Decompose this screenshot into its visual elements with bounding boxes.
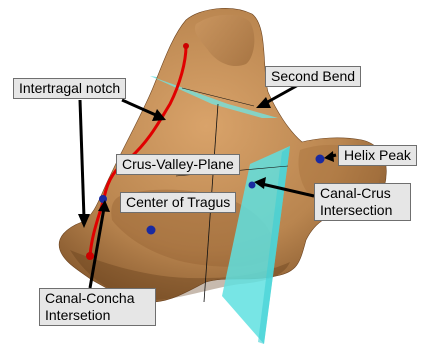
label-canal-concha-line2: Intersetion [45,307,150,324]
label-canal-crus-line1: Canal-Crus [320,185,405,202]
center-of-tragus-point [147,226,156,235]
canal-concha-point [99,195,107,203]
label-intertragal-notch: Intertragal notch [13,78,126,99]
label-crus-valley-plane: Crus-Valley-Plane [116,154,240,175]
arrow-intertragal-2 [80,100,84,218]
canal-crus-point [249,182,256,189]
label-center-of-tragus: Center of Tragus [120,192,236,213]
label-canal-concha-line1: Canal-Concha [45,290,150,307]
helix-peak-point [316,155,325,164]
curve-bottom-point [86,252,94,260]
curve-top-point [183,43,189,49]
arrow-second-bend [264,84,300,104]
label-helix-peak: Helix Peak [338,145,417,166]
label-canal-concha-intersection: Canal-Concha Intersetion [39,288,156,326]
label-second-bend: Second Bend [265,66,361,87]
label-canal-crus-intersection: Canal-Crus Intersection [314,183,411,221]
label-canal-crus-line2: Intersection [320,202,405,219]
